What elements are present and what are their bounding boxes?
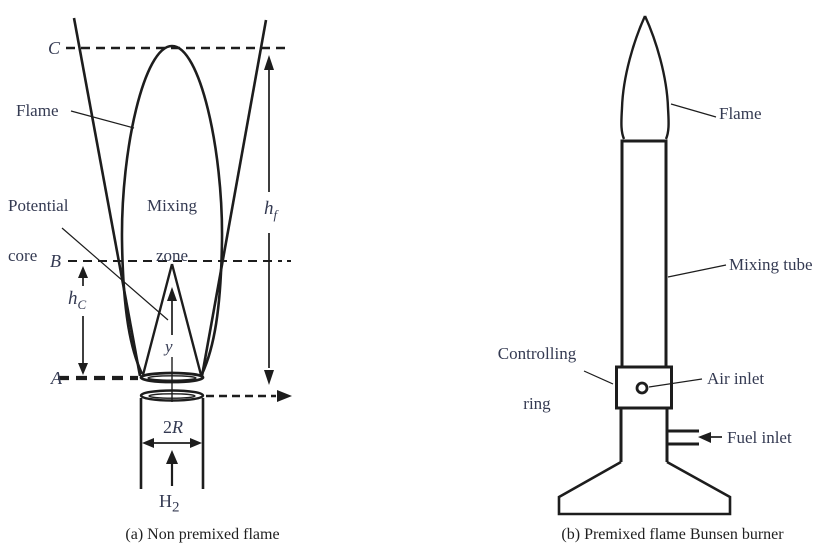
label-diameter-2r: 2R: [163, 417, 183, 437]
air-inlet-hole: [635, 381, 649, 395]
label-point-a: A: [51, 368, 62, 388]
label-h2-fuel: H2: [159, 491, 180, 516]
burner-flame-right-curve: [643, 15, 670, 140]
controlling-ring-box: [615, 365, 673, 410]
hc-arrowhead-down-icon: [78, 363, 88, 375]
potential-core-leader-line: [61, 227, 169, 321]
label-flame-a: Flame: [16, 101, 59, 120]
flame-leader-line: [70, 110, 135, 129]
y-arrowhead-up-icon: [167, 287, 177, 301]
label-controlling-ring: Controlling ring: [497, 344, 577, 413]
label-air-inlet: Air inlet: [707, 369, 765, 388]
burner-flame-left-curve: [620, 15, 647, 140]
label-hf: hf: [264, 198, 278, 222]
mixing-tube-leader-line: [667, 264, 727, 278]
bunsen-burner-diagram: [557, 15, 732, 516]
label-y-axis: y: [165, 337, 173, 356]
caption-figure-a: (a) Non premixed flame: [125, 526, 280, 543]
diameter-arrowhead-right-icon: [190, 438, 202, 448]
jet-boundary-right-line: [200, 19, 268, 377]
caption-figure-b: (b) Premixed flame Bunsen burner: [561, 526, 784, 543]
mixing-tube-outline: [620, 139, 668, 367]
air-inlet-leader-line: [648, 378, 703, 388]
jet-boundary-left-line: [72, 17, 142, 377]
label-flame-b: Flame: [719, 104, 762, 123]
nonpremixed-flame-diagram: [58, 17, 292, 489]
hc-arrowhead-up-icon: [78, 266, 88, 278]
exit-plane-arrowhead-right-icon: [277, 390, 292, 402]
label-point-b: B: [50, 251, 61, 271]
label-hc: hC: [68, 288, 87, 312]
burner-stem-walls: [619, 408, 669, 462]
label-potential-core: Potential core: [8, 196, 69, 265]
h2-arrowhead-up-icon: [166, 450, 178, 464]
label-point-c: C: [48, 38, 61, 58]
potential-core-cone: [141, 263, 203, 376]
hf-arrowhead-down-icon: [264, 370, 274, 385]
label-mixing-zone: Mixing zone: [146, 196, 198, 265]
fuel-inlet-pipe: [667, 429, 699, 446]
hf-arrowhead-up-icon: [264, 55, 274, 70]
burner-base-outline: [557, 460, 732, 516]
label-fuel-inlet: Fuel inlet: [727, 428, 792, 447]
controlling-ring-leader-line: [583, 370, 614, 385]
burner-flame-leader-line: [670, 103, 717, 118]
fuel-arrowhead-left-icon: [698, 432, 711, 443]
label-mixing-tube: Mixing tube: [729, 255, 813, 274]
diameter-arrowhead-left-icon: [142, 438, 154, 448]
